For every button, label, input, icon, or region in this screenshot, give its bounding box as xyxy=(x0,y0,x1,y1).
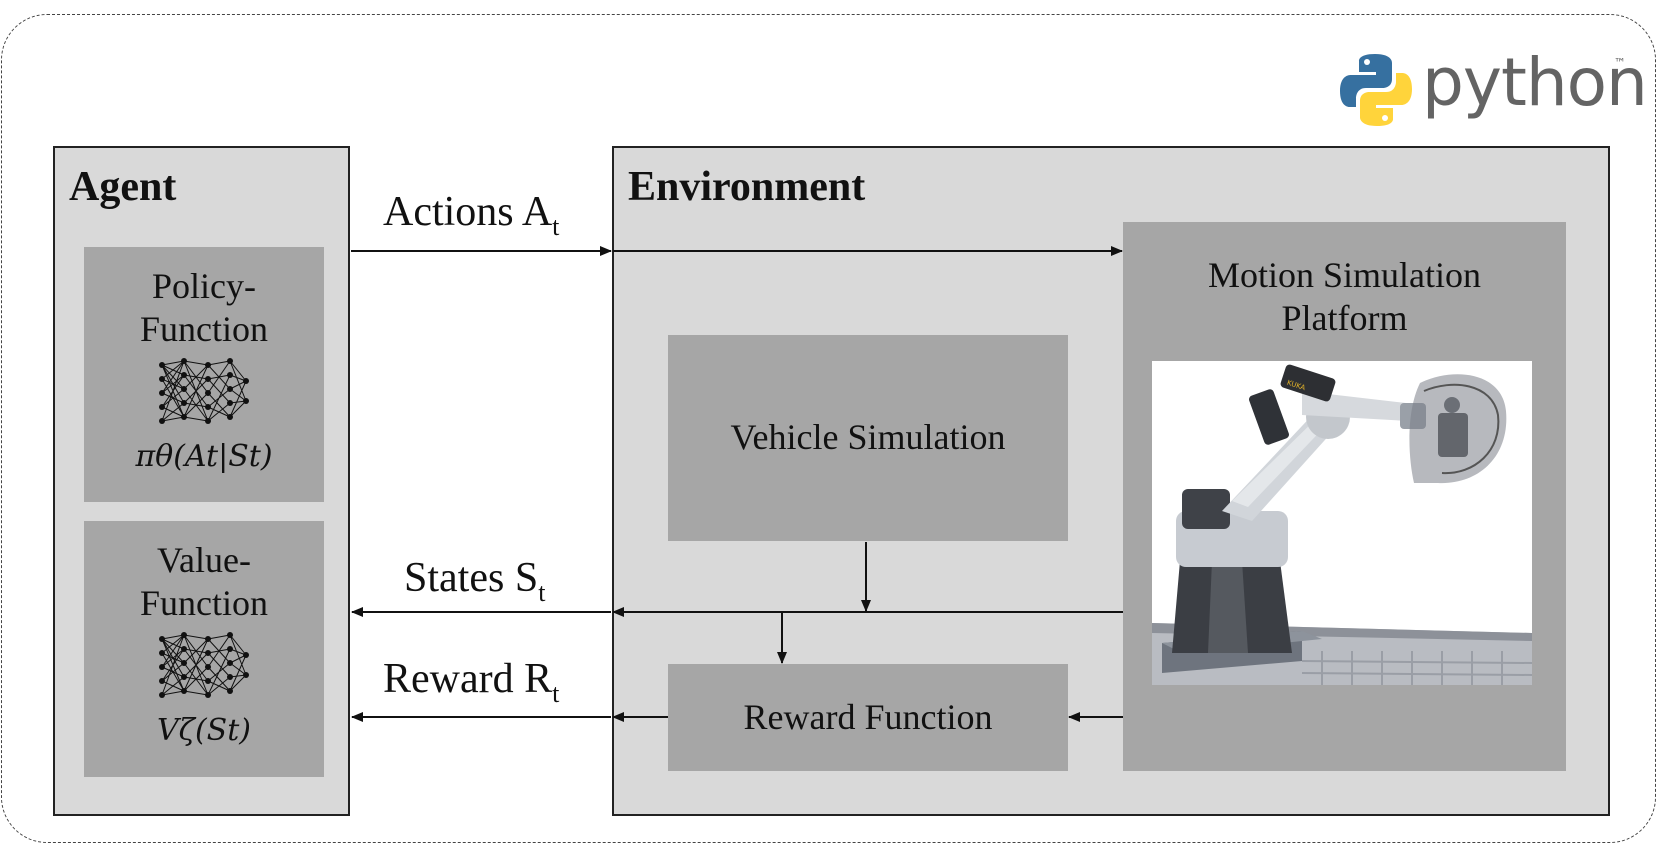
robot-arm-illustration: KUKA xyxy=(1152,364,1533,685)
value-function-box: Value- Function Vζ(St) xyxy=(84,521,324,777)
vehicle-simulation-label: Vehicle Simulation xyxy=(730,417,1006,458)
motion-platform-photo: KUKA xyxy=(1152,361,1533,685)
python-logo: python ™ xyxy=(1336,50,1648,130)
reward-label-text: Reward R xyxy=(383,656,553,702)
states-label-text: States S xyxy=(404,555,539,601)
python-snake-icon xyxy=(1340,54,1412,126)
states-label-subscript: t xyxy=(538,578,546,607)
value-label-line2: Function xyxy=(139,583,268,624)
motion-platform-line2: Platform xyxy=(1281,298,1408,339)
states-label: States St xyxy=(404,557,545,606)
value-label-line1: Value- xyxy=(157,540,251,580)
actions-label-subscript: t xyxy=(552,212,560,241)
actions-label-text: Actions A xyxy=(383,189,553,235)
reward-function-label: Reward Function xyxy=(743,696,993,737)
policy-formula: πθ(At|St) xyxy=(135,439,273,475)
value-formula: Vζ(St) xyxy=(157,713,251,749)
python-trademark: ™ xyxy=(1614,56,1626,70)
policy-function-box: Policy- Function πθ(At|St) xyxy=(84,247,324,502)
reward-label: Reward Rt xyxy=(383,658,559,707)
policy-label-line1: Policy- xyxy=(152,266,256,306)
motion-platform-line1: Motion Simulation xyxy=(1207,255,1482,295)
diagram-frame xyxy=(1,14,1656,843)
vehicle-simulation-box: Vehicle Simulation xyxy=(668,335,1068,541)
neural-network-icon xyxy=(159,358,249,425)
agent-title: Agent xyxy=(69,164,177,210)
reward-label-subscript: t xyxy=(552,679,560,708)
neural-network-icon xyxy=(159,632,249,699)
reward-function-box: Reward Function xyxy=(668,664,1068,771)
policy-label-line2: Function xyxy=(139,309,268,350)
actions-label: Actions At xyxy=(383,191,559,240)
python-wordmark: python xyxy=(1422,44,1648,121)
environment-title: Environment xyxy=(628,164,866,210)
